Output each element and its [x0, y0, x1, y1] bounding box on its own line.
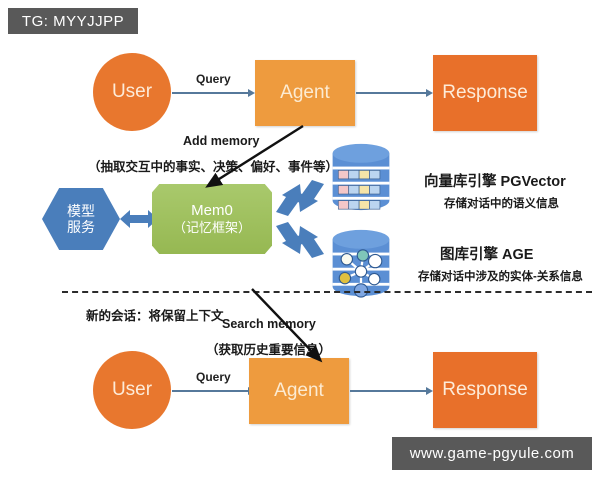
mem0-to-graph-db-double-arrow	[276, 222, 324, 258]
mem0-node: Mem0 （记忆框架）	[152, 184, 272, 254]
bottom-watermark-badge: www.game-pgyule.com	[392, 437, 592, 470]
model-service-node: 模型 服务	[42, 188, 120, 250]
graph-db-title: 图库引擎 AGE	[440, 247, 534, 263]
bottom-watermark-text: www.game-pgyule.com	[409, 445, 575, 462]
bottom-agent-label: Agent	[274, 380, 324, 401]
mem0-subtitle: （记忆框架）	[172, 220, 251, 236]
section-divider	[62, 291, 592, 293]
top-watermark-text: TG: MYYJJPP	[21, 12, 125, 30]
vector-db-title: 向量库引擎 PGVector	[424, 174, 566, 190]
top-response-label: Response	[442, 82, 528, 103]
top-user-label: User	[111, 81, 153, 102]
new-session-label: 新的会话：将保留上下文	[86, 309, 224, 323]
top-response-node: Response	[433, 55, 537, 131]
top-user-node: User	[93, 53, 171, 131]
bottom-response-label: Response	[442, 379, 528, 400]
mem0-to-vector-db-double-arrow	[276, 180, 324, 216]
bottom-response-node: Response	[433, 352, 537, 428]
top-user-to-agent-arrowhead	[248, 89, 255, 97]
add-memory-detail-label: （抽取交互中的事实、决策、偏好、事件等）	[88, 160, 339, 174]
bottom-user-to-agent-line	[172, 390, 250, 392]
bottom-user-label: User	[111, 379, 153, 400]
search-memory-label: Search memory	[222, 317, 316, 331]
top-agent-node: Agent	[255, 60, 355, 126]
model-service-line2: 服务	[67, 219, 95, 235]
bottom-query-label: Query	[196, 370, 231, 384]
top-query-label: Query	[196, 72, 231, 86]
add-memory-label: Add memory	[183, 134, 260, 148]
bottom-agent-node: Agent	[249, 358, 349, 424]
bottom-agent-to-response-line	[350, 390, 428, 392]
model-service-line1: 模型	[67, 202, 95, 219]
top-agent-to-response-line	[356, 92, 428, 94]
mem0-title: Mem0	[191, 201, 233, 219]
graph-db-subtitle: 存储对话中涉及的实体-关系信息	[418, 271, 583, 283]
search-memory-detail-label: （获取历史重要信息）	[206, 343, 332, 357]
top-user-to-agent-line	[172, 92, 250, 94]
graph-database-icon	[332, 229, 390, 298]
top-agent-label: Agent	[280, 82, 330, 103]
top-watermark-badge: TG: MYYJJPP	[8, 8, 138, 34]
bottom-user-node: User	[93, 351, 171, 429]
model-to-mem0-double-arrow	[120, 210, 158, 228]
vector-database-icon	[332, 143, 390, 211]
top-agent-to-response-arrowhead	[426, 89, 433, 97]
vector-db-subtitle: 存储对话中的语义信息	[444, 198, 559, 210]
bottom-agent-to-response-arrowhead	[426, 387, 433, 395]
